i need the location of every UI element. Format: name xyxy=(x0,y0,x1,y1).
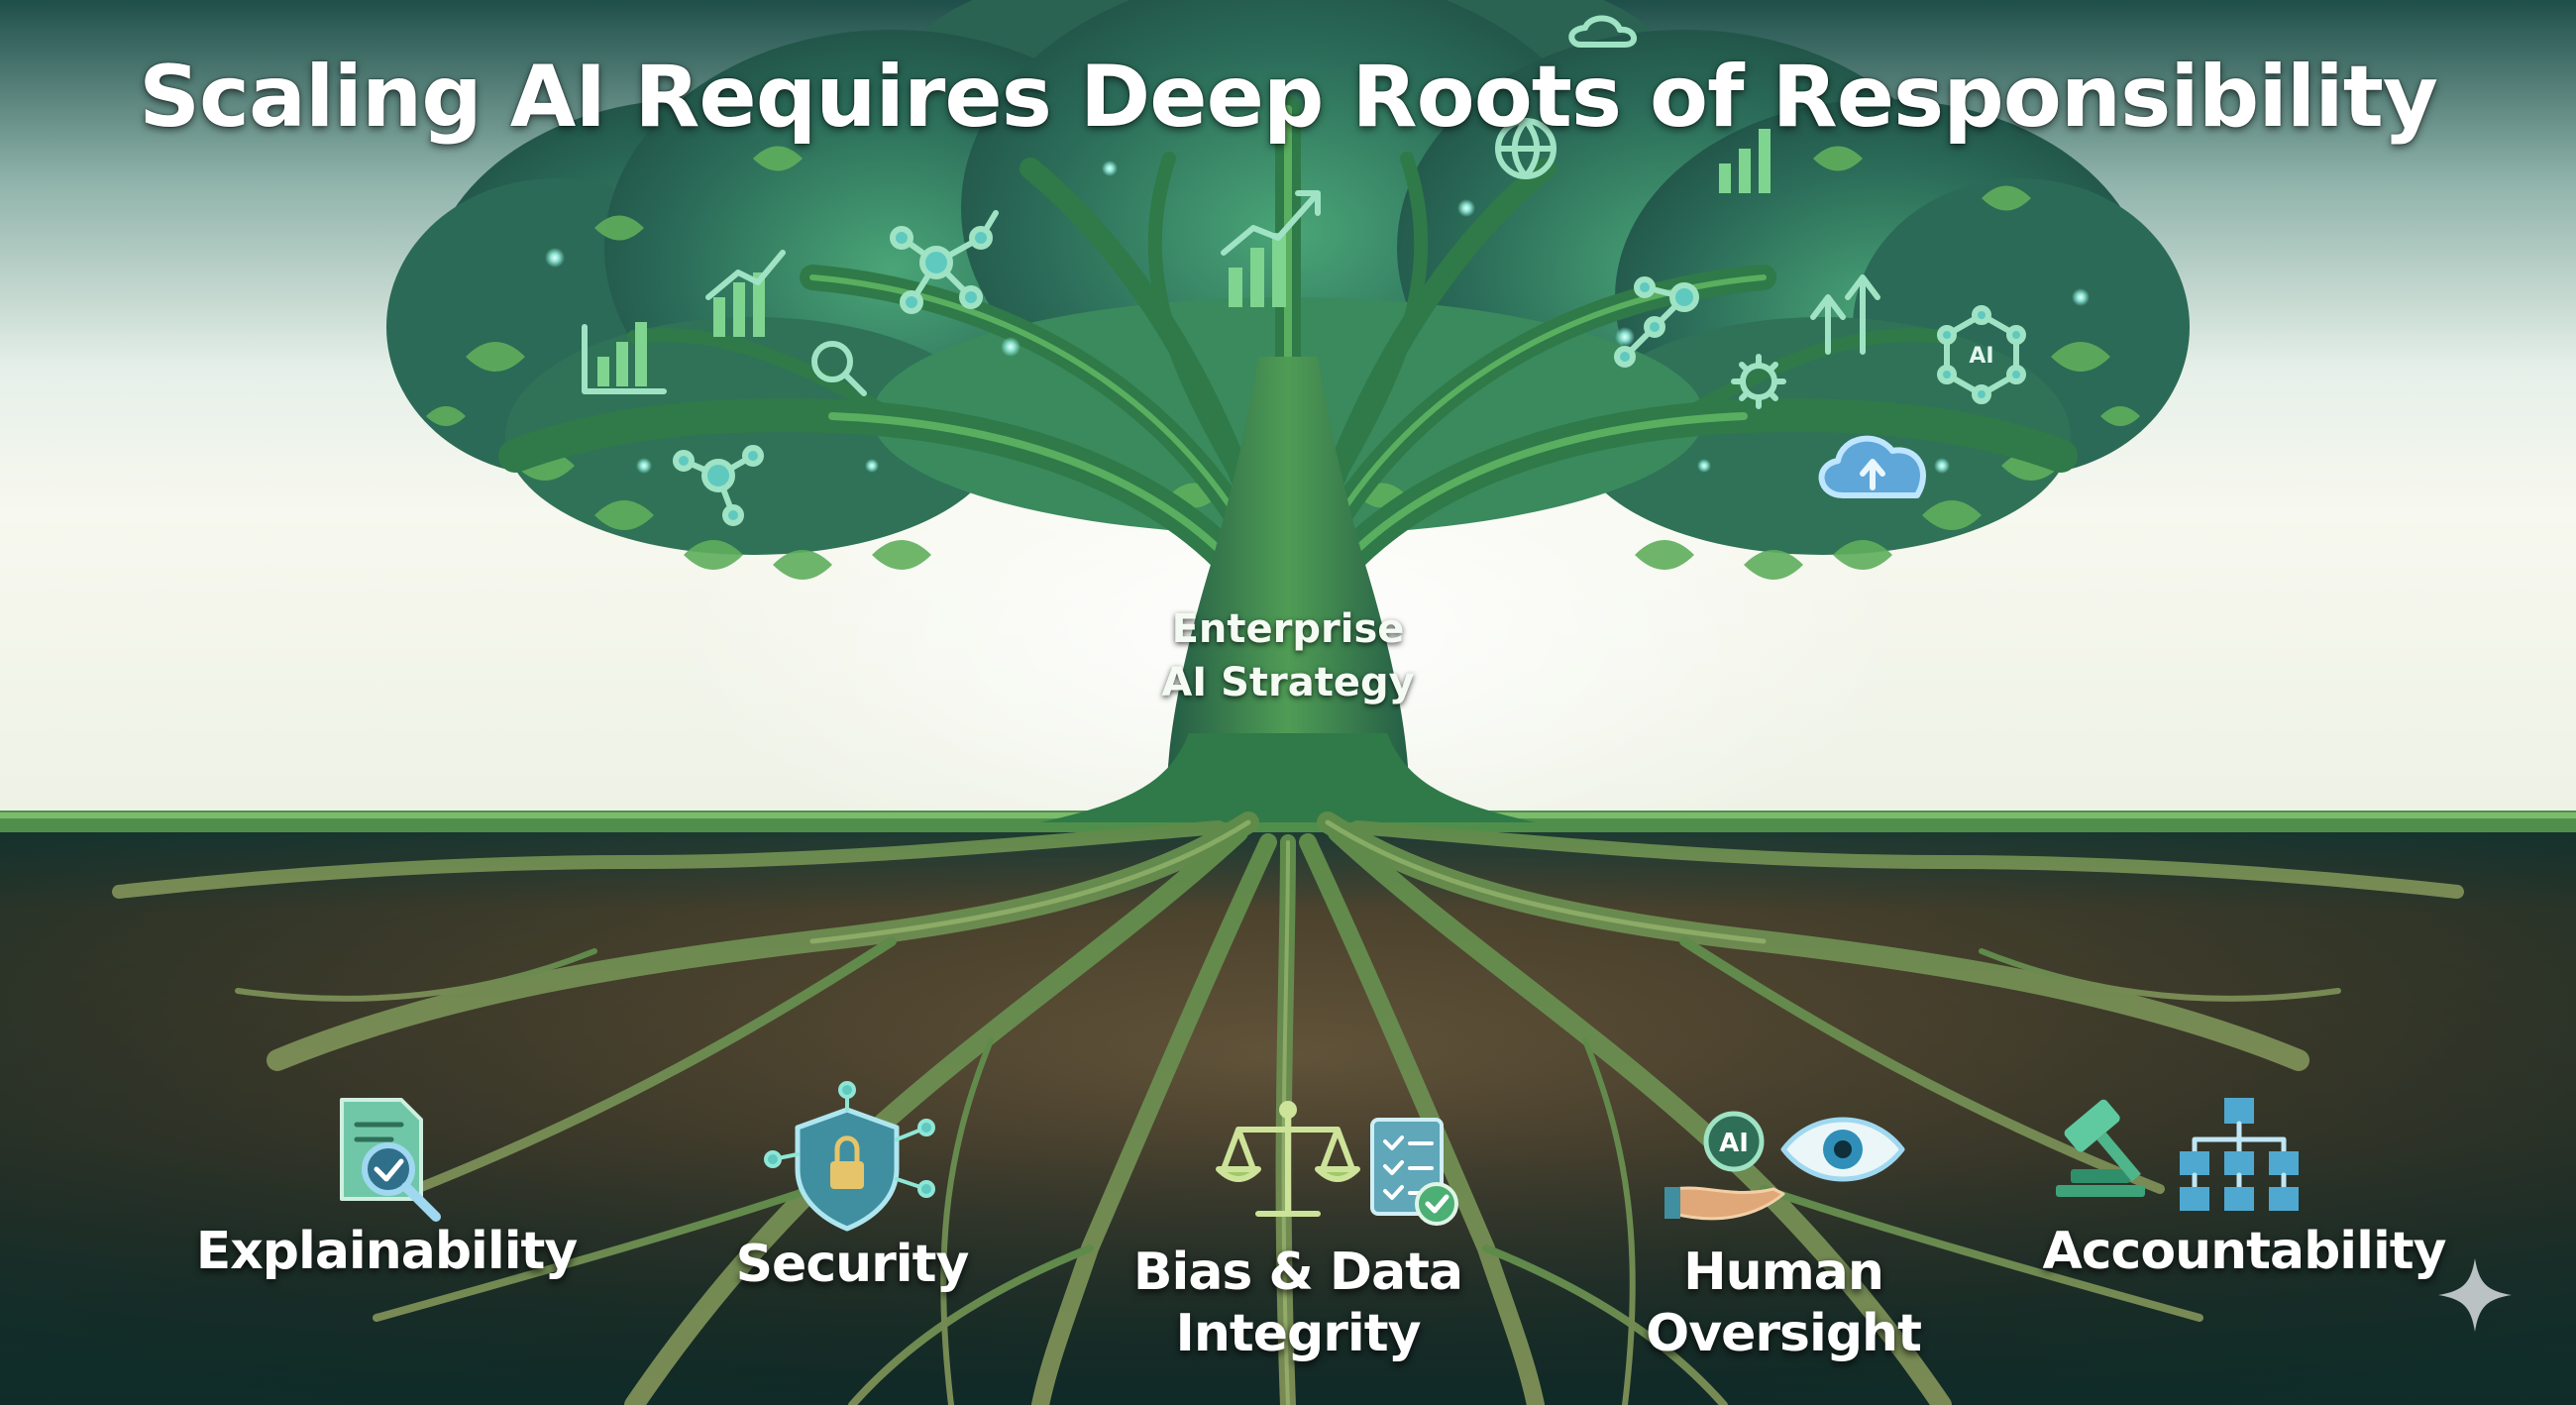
pillar-bias-data-integrity: Bias & Data Integrity xyxy=(1100,1242,1496,1364)
page-title: Scaling AI Requires Deep Roots of Respon… xyxy=(139,48,2438,147)
trunk xyxy=(1167,357,1409,822)
pillar-security: Security xyxy=(694,1234,1011,1295)
growth-chart-icon xyxy=(705,250,786,337)
upload-cloud-icon xyxy=(1568,15,1637,48)
bar-chart-right-icon xyxy=(1719,129,1771,193)
pillar-label-line-1: Bias & Data xyxy=(1132,1243,1463,1302)
trunk-label-line-2: AI Strategy xyxy=(1161,660,1415,705)
trunk-label: Enterprise AI Strategy xyxy=(1090,602,1486,709)
gavel-icon xyxy=(2056,1099,2145,1197)
document-magnifier-icon xyxy=(340,1098,441,1222)
eye-icon xyxy=(1780,1117,1905,1182)
up-arrows-icon xyxy=(1810,274,1880,355)
magnifier-icon xyxy=(811,341,867,396)
sparkle-icon xyxy=(2438,1258,2512,1332)
org-chart-icon xyxy=(2180,1098,2299,1211)
pillar-accountability: Accountability xyxy=(2021,1221,2467,1282)
pillar-human-oversight: Human Oversight xyxy=(1605,1242,1962,1364)
shield-lock-icon xyxy=(764,1081,935,1232)
network-icon xyxy=(890,210,999,314)
trunk-label-line-1: Enterprise xyxy=(1171,606,1405,652)
gear-icon xyxy=(1731,354,1786,409)
ai-hand-icon: AI xyxy=(1664,1111,1785,1221)
pillar-label-line-2: Oversight xyxy=(1646,1304,1922,1363)
bar-chart-icon xyxy=(582,322,667,394)
pillar-label: Security xyxy=(735,1235,970,1294)
glow-dots xyxy=(545,161,2090,474)
globe-icon xyxy=(1495,118,1556,179)
pillar-label-line-2: Integrity xyxy=(1175,1304,1422,1363)
ai-chip-icon: AI xyxy=(1937,305,2026,404)
scales-icon xyxy=(1216,1101,1360,1217)
svg-text:AI: AI xyxy=(1969,344,1993,369)
cloud-upload-icon xyxy=(1818,435,1926,498)
trend-chart-icon xyxy=(1221,190,1321,307)
network-right-icon xyxy=(1614,276,1699,368)
pillar-label: Explainability xyxy=(195,1222,579,1281)
pillar-label-line-1: Human xyxy=(1683,1243,1884,1302)
small-network-icon xyxy=(673,445,764,526)
pillar-explainability: Explainability xyxy=(178,1221,594,1282)
svg-text:AI: AI xyxy=(1719,1129,1749,1158)
pillar-label: Accountability xyxy=(2042,1222,2446,1281)
checklist-icon xyxy=(1370,1118,1458,1226)
